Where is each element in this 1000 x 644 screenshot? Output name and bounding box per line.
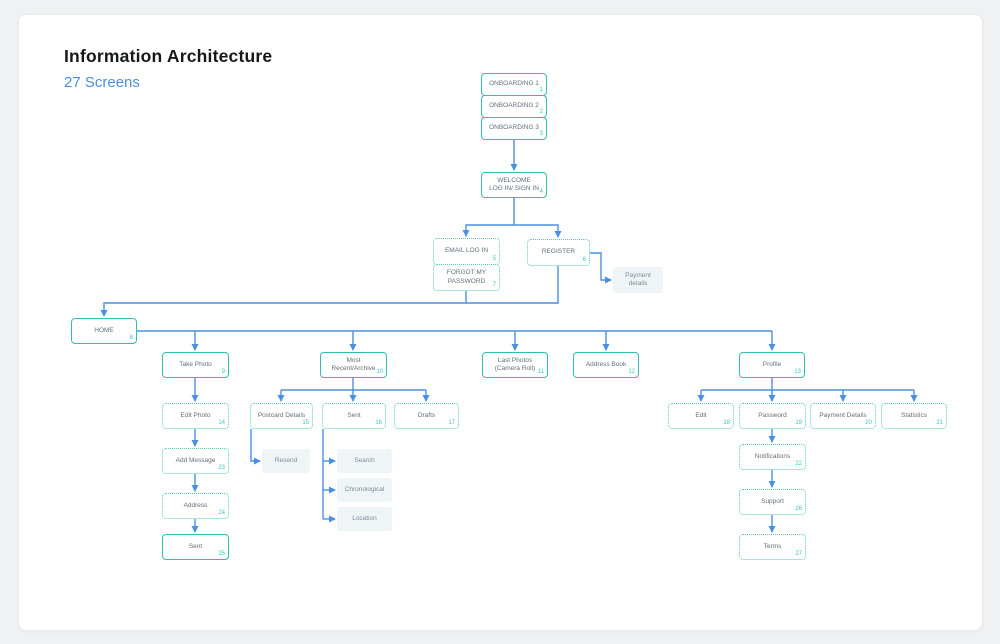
node-home: HOME 8 — [71, 318, 137, 344]
node-number: 5 — [492, 256, 496, 262]
node-profile: Profile 13 — [739, 352, 805, 378]
node-number: 23 — [218, 465, 225, 471]
node-edit: Edit 18 — [668, 403, 734, 429]
node-number: 22 — [795, 461, 802, 467]
node-label: Payment details — [625, 271, 651, 287]
node-label: Notifications — [754, 452, 791, 460]
node-drafts: Drafts 17 — [394, 403, 459, 429]
node-label: Edit — [695, 411, 707, 419]
node-label: Resend — [274, 456, 298, 464]
node-location: Location — [337, 507, 392, 531]
node-label: Terms — [763, 542, 782, 550]
node-label: ONBOARDING 2 — [489, 102, 539, 110]
node-chronological: Chronological — [337, 478, 392, 502]
node-number: 17 — [448, 420, 455, 426]
node-number: 16 — [375, 420, 382, 426]
node-label: Profile — [762, 360, 782, 368]
node-label: Statistics — [900, 411, 927, 419]
node-support: Support 26 — [739, 489, 806, 515]
node-number: 24 — [218, 510, 225, 516]
node-number: 11 — [537, 369, 544, 375]
node-number: 4 — [539, 189, 543, 195]
node-sent-archive: Sent 16 — [322, 403, 386, 429]
node-number: 26 — [795, 506, 802, 512]
node-take-photo: Take Photo 9 — [162, 352, 229, 378]
node-label: FORGOT MY PASSWORD — [446, 269, 487, 285]
node-label: REGISTER — [541, 248, 576, 256]
node-label: HOME — [94, 326, 114, 334]
node-label: Most Recent/Archive — [331, 356, 376, 372]
node-forgot-my-password: FORGOT MY PASSWORD 7 — [433, 264, 500, 291]
node-number: 15 — [302, 420, 309, 426]
node-label: Drafts — [417, 411, 436, 419]
node-label: Payment Details — [819, 411, 867, 419]
node-number: 12 — [628, 369, 635, 375]
node-number: 27 — [795, 551, 802, 557]
node-label: Postcard Details — [257, 411, 306, 419]
node-number: 25 — [218, 551, 225, 557]
node-label: Take Photo — [179, 360, 212, 368]
node-label: Edit Photo — [180, 411, 211, 419]
node-number: 21 — [936, 420, 943, 426]
node-search: Search — [337, 449, 392, 473]
node-number: 6 — [582, 257, 586, 263]
node-label: EMAIL LOG IN — [444, 247, 489, 255]
node-label: Search — [354, 456, 375, 464]
node-label: Last Photos (Camera Roll) — [494, 356, 536, 372]
node-label: Address — [183, 501, 208, 509]
node-number: 19 — [795, 420, 802, 426]
node-notifications: Notifications 22 — [739, 444, 806, 470]
node-label: Password — [758, 411, 787, 419]
node-label: Sent — [188, 542, 203, 550]
node-address: Address 24 — [162, 493, 229, 519]
node-register: REGISTER 6 — [527, 239, 590, 266]
node-password: Password 19 — [739, 403, 806, 429]
node-number: 10 — [376, 369, 383, 375]
node-label: Chronological — [344, 485, 385, 493]
node-number: 8 — [129, 335, 133, 341]
node-label: Location — [352, 514, 377, 522]
screen-count-subtitle: 27 Screens — [64, 74, 140, 91]
node-number: 18 — [723, 420, 730, 426]
node-statistics: Statistics 21 — [881, 403, 947, 429]
node-terms: Terms 27 — [739, 534, 806, 560]
node-number: 14 — [218, 420, 225, 426]
node-resend: Resend — [262, 449, 310, 473]
node-last-photos-camera-roll: Last Photos (Camera Roll)11 — [482, 352, 548, 378]
node-label: ONBOARDING 1 — [489, 80, 539, 88]
page-title: Information Architecture — [64, 46, 273, 66]
node-label: Add Message — [175, 456, 216, 464]
node-number: 20 — [865, 420, 872, 426]
node-label: Sent — [347, 411, 361, 419]
node-number: 9 — [221, 369, 225, 375]
node-sent-photo: Sent 25 — [162, 534, 229, 560]
node-number: 13 — [794, 369, 801, 375]
node-label: WELCOME LOG IN/ SIGN IN — [489, 176, 539, 192]
node-label: Address Book — [585, 360, 627, 368]
node-number: 3 — [539, 131, 543, 137]
node-edit-photo: Edit Photo 14 — [162, 403, 229, 429]
node-label: ONBOARDING 3 — [489, 124, 539, 132]
node-number: 1 — [539, 87, 543, 93]
node-label: Support — [761, 497, 784, 505]
node-payment-details-note: Payment details — [613, 267, 663, 293]
node-number: 7 — [492, 282, 496, 288]
node-number: 2 — [539, 109, 543, 115]
